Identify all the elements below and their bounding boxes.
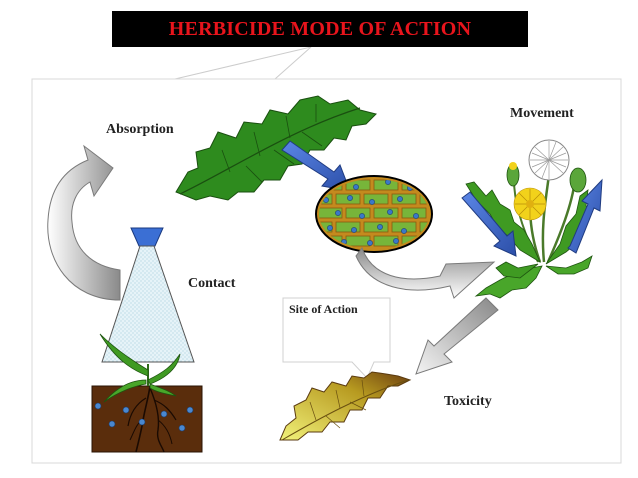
site-of-action-callout (282, 297, 391, 379)
title-connector-line-2 (274, 46, 312, 80)
cell-icon (315, 175, 433, 253)
title-banner: HERBICIDE MODE OF ACTION (112, 11, 528, 47)
dandelion-icon (465, 139, 593, 299)
soil-icon (91, 333, 203, 453)
arrow-to-toxicity (415, 297, 499, 375)
label-contact: Contact (188, 276, 236, 291)
curved-arrow-movement (355, 246, 496, 299)
label-toxicity: Toxicity (444, 394, 492, 409)
page-title: HERBICIDE MODE OF ACTION (168, 17, 472, 40)
dying-leaf-icon (279, 371, 412, 441)
label-movement: Movement (510, 106, 574, 121)
label-site-of-action: Site of Action (289, 302, 358, 316)
blue-arrow-to-cell (281, 140, 351, 192)
blue-arrow-downward (461, 191, 517, 257)
blue-arrow-upward (567, 178, 603, 254)
curved-arrow-absorption (47, 144, 121, 301)
spray-cone (101, 245, 195, 363)
spray-nozzle-icon (130, 227, 164, 247)
leaf-icon (175, 95, 377, 201)
title-connector-line (174, 46, 312, 80)
label-absorption: Absorption (106, 122, 174, 137)
